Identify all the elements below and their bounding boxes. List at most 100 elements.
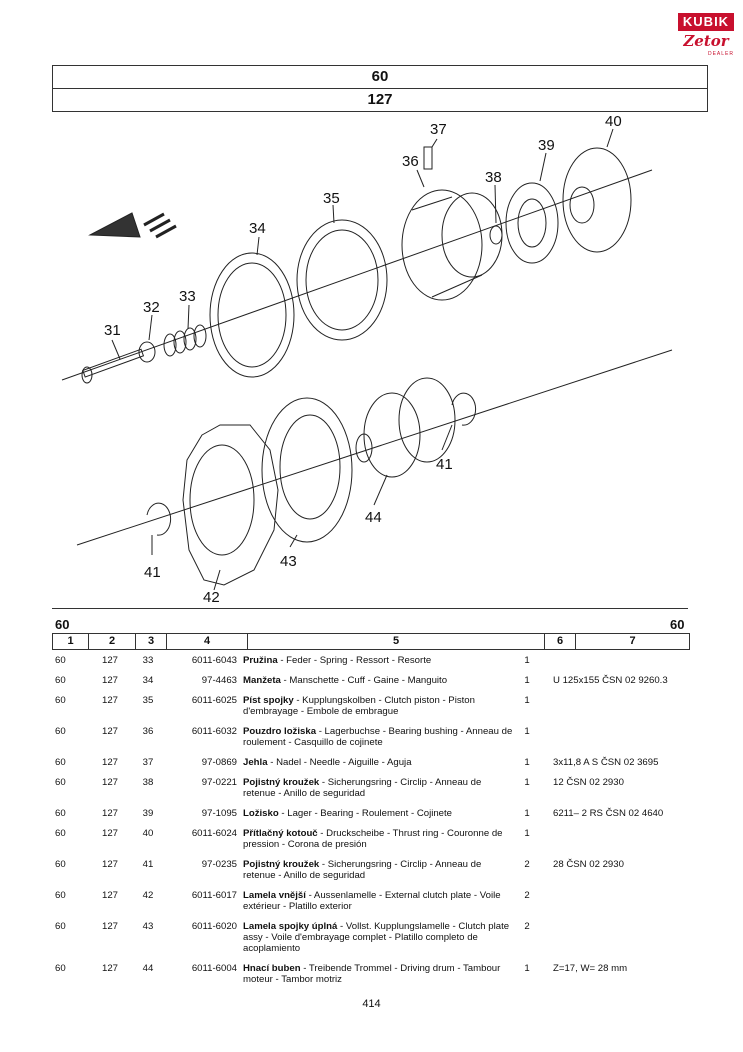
cell-description: Pružina - Feder - Spring - Ressort - Res… bbox=[243, 655, 513, 666]
cell-page: 127 bbox=[101, 777, 118, 788]
part-44-driving-drum bbox=[355, 377, 456, 478]
part-42-external-plate bbox=[182, 424, 279, 586]
cell-quantity: 2 bbox=[524, 921, 530, 932]
part-translations: - Aussenlamelle - External clutch plate … bbox=[243, 890, 501, 912]
cell-part-number: 6011-6020 bbox=[191, 921, 237, 932]
group-header: 60 bbox=[52, 65, 708, 89]
cell-page: 127 bbox=[101, 757, 118, 768]
cell-part-number: 6011-6025 bbox=[191, 695, 237, 706]
cell-position: 35 bbox=[142, 695, 154, 706]
cell-description: Pojistný kroužek - Sicherungsring - Circ… bbox=[243, 859, 513, 881]
cell-page: 127 bbox=[101, 921, 118, 932]
cell-page: 127 bbox=[101, 675, 118, 686]
cell-page: 127 bbox=[101, 726, 118, 737]
cell-group: 60 bbox=[55, 655, 66, 666]
cell-group: 60 bbox=[55, 890, 66, 901]
cell-page: 127 bbox=[101, 859, 118, 870]
label-38: 38 bbox=[485, 169, 502, 186]
cell-description: Píst spojky - Kupplungskolben - Clutch p… bbox=[243, 695, 513, 717]
part-name: Hnací buben bbox=[243, 963, 301, 974]
col-header-6: 6 bbox=[545, 634, 576, 649]
logo-dealer: DEALER bbox=[707, 51, 734, 57]
table-row: 60 127 40 6011-6024 Přítlačný kotouč - D… bbox=[52, 828, 742, 850]
label-44: 44 bbox=[365, 509, 382, 526]
cell-note bbox=[541, 655, 742, 666]
part-translations: - Kupplungskolben - Clutch piston - Pist… bbox=[243, 695, 475, 717]
cell-part-number: 97-4463 bbox=[201, 675, 237, 686]
label-42: 42 bbox=[203, 589, 220, 605]
label-33: 33 bbox=[179, 288, 196, 305]
part-name: Přítlačný kotouč bbox=[243, 828, 318, 839]
cell-position: 42 bbox=[142, 890, 154, 901]
table-row: 60 127 33 6011-6043 Pružina - Feder - Sp… bbox=[52, 655, 742, 666]
table-row: 60 127 44 6011-6004 Hnací buben - Treibe… bbox=[52, 963, 742, 985]
part-35-piston bbox=[296, 219, 388, 341]
cell-position: 39 bbox=[142, 808, 154, 819]
logo-sub: Zetor bbox=[683, 32, 729, 50]
cell-note: 3x11,8 A S ČSN 02 3695 bbox=[553, 757, 659, 768]
table-row: 60 127 35 6011-6025 Píst spojky - Kupplu… bbox=[52, 695, 742, 717]
cell-quantity: 1 bbox=[524, 777, 530, 788]
part-name: Ložisko bbox=[243, 808, 279, 819]
section-label-right: 60 bbox=[670, 617, 685, 632]
cell-position: 36 bbox=[142, 726, 154, 737]
label-31: 31 bbox=[104, 322, 121, 339]
table-row: 60 127 38 97-0221 Pojistný kroužek - Sic… bbox=[52, 777, 742, 799]
part-name: Pojistný kroužek bbox=[243, 859, 320, 870]
cell-group: 60 bbox=[55, 921, 66, 932]
part-39-bearing bbox=[505, 182, 559, 264]
col-header-4: 4 bbox=[167, 634, 248, 649]
part-34-seal bbox=[209, 252, 295, 378]
cell-note: 6211– 2 RS ČSN 02 4640 bbox=[553, 808, 664, 819]
lower-axis-line bbox=[76, 349, 673, 546]
part-name: Jehla bbox=[243, 757, 268, 768]
page-number: 414 bbox=[362, 998, 381, 1010]
cell-group: 60 bbox=[55, 828, 66, 839]
cell-position: 43 bbox=[142, 921, 154, 932]
cell-description: Lamela vnější - Aussenlamelle - External… bbox=[243, 890, 513, 912]
cell-part-number: 6011-6043 bbox=[191, 655, 237, 666]
cell-page: 127 bbox=[101, 695, 118, 706]
cell-quantity: 1 bbox=[524, 808, 530, 819]
cell-position: 40 bbox=[142, 828, 154, 839]
cell-description: Ložisko - Lager - Bearing - Roulement - … bbox=[243, 808, 513, 819]
cell-page: 127 bbox=[101, 890, 118, 901]
label-41-right: 41 bbox=[436, 456, 453, 473]
label-39: 39 bbox=[538, 137, 555, 154]
cell-position: 44 bbox=[142, 963, 154, 974]
part-41-circlip-left bbox=[146, 502, 172, 536]
cell-note: U 125x155 ČSN 02 9260.3 bbox=[553, 675, 668, 686]
cell-note bbox=[541, 921, 742, 954]
cell-quantity: 1 bbox=[524, 695, 530, 706]
part-translations: - Sicherungsring - Circlip - Anneau de r… bbox=[243, 859, 482, 881]
col-header-1: 1 bbox=[53, 634, 89, 649]
part-translations: - Lager - Bearing - Roulement - Cojinete bbox=[278, 808, 453, 819]
table-row: 60 127 43 6011-6020 Lamela spojky úplná … bbox=[52, 921, 742, 954]
cell-page: 127 bbox=[101, 963, 118, 974]
cell-quantity: 1 bbox=[524, 828, 530, 839]
part-37-needle bbox=[423, 146, 433, 170]
cell-page: 127 bbox=[101, 808, 118, 819]
cell-note bbox=[541, 695, 742, 717]
part-name: Píst spojky bbox=[243, 695, 294, 706]
cell-group: 60 bbox=[55, 808, 66, 819]
table-row: 60 127 34 97-4463 Manžeta - Manschette -… bbox=[52, 675, 742, 686]
part-33-spring bbox=[163, 324, 207, 357]
cell-quantity: 1 bbox=[524, 655, 530, 666]
part-41-circlip-right bbox=[451, 392, 477, 426]
table-row: 60 127 39 97-1095 Ložisko - Lager - Bear… bbox=[52, 808, 742, 819]
label-43: 43 bbox=[280, 553, 297, 570]
table-row: 60 127 36 6011-6032 Pouzdro ložiska - La… bbox=[52, 726, 742, 748]
part-translations: - Vollst. Kupplungslamelle - Clutch plat… bbox=[243, 921, 510, 954]
label-37: 37 bbox=[430, 121, 447, 138]
cell-description: Pojistný kroužek - Sicherungsring - Circ… bbox=[243, 777, 513, 799]
part-translations: - Sicherungsring - Circlip - Anneau de r… bbox=[243, 777, 482, 799]
cell-part-number: 97-0221 bbox=[201, 777, 237, 788]
part-name: Pojistný kroužek bbox=[243, 777, 320, 788]
cell-part-number: 6011-6024 bbox=[191, 828, 237, 839]
part-translations: - Druckscheibe - Thrust ring - Couronne … bbox=[243, 828, 503, 850]
cell-note bbox=[541, 828, 742, 850]
label-40: 40 bbox=[605, 115, 622, 130]
cell-note: 12 ČSN 02 2930 bbox=[553, 777, 624, 788]
kubik-zetor-logo: KUBIK Zetor DEALER bbox=[678, 13, 734, 61]
